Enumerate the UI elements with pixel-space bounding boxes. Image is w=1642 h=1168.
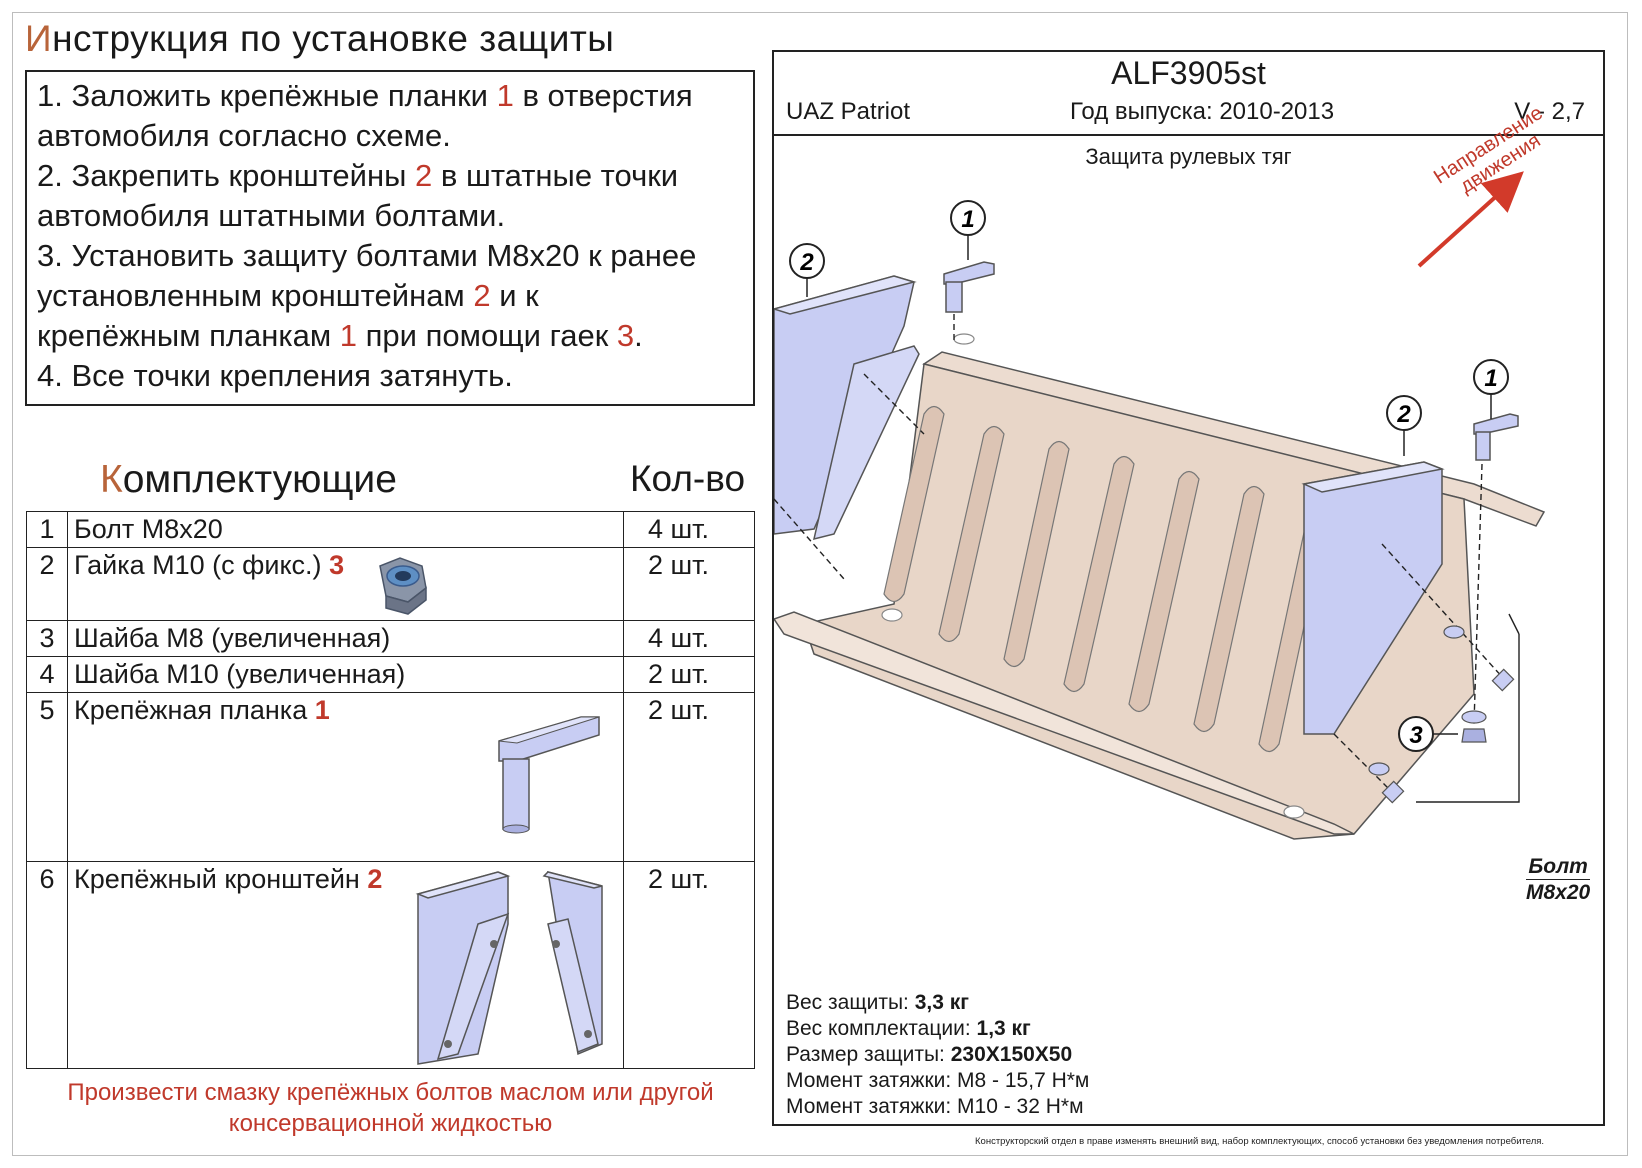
part-ref: 3 [329,550,345,580]
table-row: 5 Крепёжная планка 1 2 шт. [26,692,755,862]
left-bracket [774,275,920,541]
drawing-sheet: ALF3905st UAZ Patriot Год выпуска: 2010-… [772,50,1605,1126]
page-title: Инструкция по установке защиты [25,18,614,60]
step-1-line-1: 1. Заложить крепёжные планки 1 в отверст… [37,78,693,113]
part-number: 6 [26,861,68,1069]
table-row: 4 Шайба М10 (увеличенная) 2 шт. [26,656,755,693]
step-3-line-2: установленным кронштейнам 2 и к [37,278,539,313]
svg-text:1: 1 [1484,365,1497,392]
table-row: 1 Болт М8х20 4 шт. [26,511,755,548]
parts-heading: Комплектующие [100,458,397,501]
bracket-pair-icon [415,870,603,1065]
svg-text:2: 2 [1396,401,1411,428]
part-quantity: 4 шт. [623,511,755,548]
part-quantity: 2 шт. [623,861,755,1069]
instructions-box: 1. Заложить крепёжные планки 1 в отверст… [25,70,755,406]
assembly-drawing: 1 2 1 2 3 [774,171,1546,840]
callout-3: 3 [1398,716,1458,752]
product-name: Защита рулевых тяг [1085,144,1292,169]
part-number: 5 [26,692,68,862]
table-row: 3 Шайба М8 (увеличенная) 4 шт. [26,620,755,657]
nut-icon [379,557,427,615]
callout-1-top: 1 [950,200,986,260]
part-name-cell: Шайба М8 (увеличенная) [67,620,624,657]
direction-arrow [1417,171,1524,268]
bolt-leader [1416,634,1520,803]
svg-text:3: 3 [1409,722,1423,749]
title-initial: И [25,18,53,59]
right-bracket [1301,461,1445,735]
table-row: 2 Гайка М10 (с фикс.) 3 2 шт. [26,547,755,621]
engine-version: V - 2,7 [1514,98,1585,125]
part-number: 4 [26,656,68,693]
part-number: 3 [26,620,68,657]
step-1-line-2: автомобиля согласно схеме. [37,118,451,153]
part-name-cell: Крепёжный кронштейн 2 [67,861,624,1069]
part-ref: 1 [314,695,330,725]
bolt-label: Болт М8х20 [1526,855,1591,904]
part-ref: 2 [367,864,383,894]
part-name-cell: Шайба М10 (увеличенная) [67,656,624,693]
weight-line: Вес защиты: 3,3 кг [786,991,970,1014]
step-3-line-1: 3. Установить защиту болтами М8х20 к ран… [37,238,697,273]
step-3-line-3: крепёжным планкам 1 при помощи гаек 3. [37,318,643,353]
model-code: ALF3905st [1111,55,1266,91]
title-rest: нструкция по установке защиты [52,18,615,59]
part-quantity: 2 шт. [623,692,755,862]
part-name-cell: Гайка М10 (с фикс.) 3 [67,547,624,621]
step-2-line-1: 2. Закрепить кронштейны 2 в штатные точк… [37,158,679,193]
size-line: Размер защиты: 230Х150Х50 [786,1043,1073,1066]
mounting-strip-top [943,261,995,313]
part-number: 1 [26,511,68,548]
step-4: 4. Все точки крепления затянуть. [37,358,513,393]
part-quantity: 2 шт. [623,656,755,693]
part-name-cell: Крепёжная планка 1 [67,692,624,862]
torque-m10-line: Момент затяжки: М10 - 32 Н*м [786,1095,1084,1118]
callout-2-right: 2 [1386,395,1422,456]
part-quantity: 4 шт. [623,620,755,657]
part-number: 2 [26,547,68,621]
lubrication-note: Произвести смазку крепёжных болтов масло… [67,1079,714,1137]
fasteners-right [1368,625,1515,804]
parts-table: 1 Болт М8х20 4 шт. 2 Гайка М10 (с фикс.)… [26,511,755,1069]
quantity-heading: Кол-во [630,458,746,499]
car-model: UAZ Patriot [786,98,911,125]
mounting-strip-icon [498,716,600,834]
kit-weight-line: Вес комплектации: 1,3 кг [786,1017,1031,1040]
torque-m8-line: Момент затяжки: М8 - 15,7 Н*м [786,1069,1090,1092]
specifications: Вес защиты: 3,3 кг Вес комплектации: 1,3… [786,990,1089,1120]
callout-1-right: 1 [1473,359,1509,419]
svg-text:2: 2 [799,249,814,276]
mounting-strip-right [1473,413,1519,461]
callout-2-left: 2 [789,243,825,297]
table-row: 6 Крепёжный кронштейн 2 2 шт. [26,861,755,1069]
page-border [12,12,1628,1156]
part-quantity: 2 шт. [623,547,755,621]
part-name-cell: Болт М8х20 [67,511,624,548]
sheet-header: ALF3905st UAZ Patriot Год выпуска: 2010-… [774,52,1603,136]
svg-text:1: 1 [961,206,974,233]
production-years: Год выпуска: 2010-2013 [1070,98,1335,125]
disclaimer: Конструкторский отдел в праве изменять в… [975,1136,1545,1147]
step-2-line-2: автомобиля штатными болтами. [37,198,506,233]
